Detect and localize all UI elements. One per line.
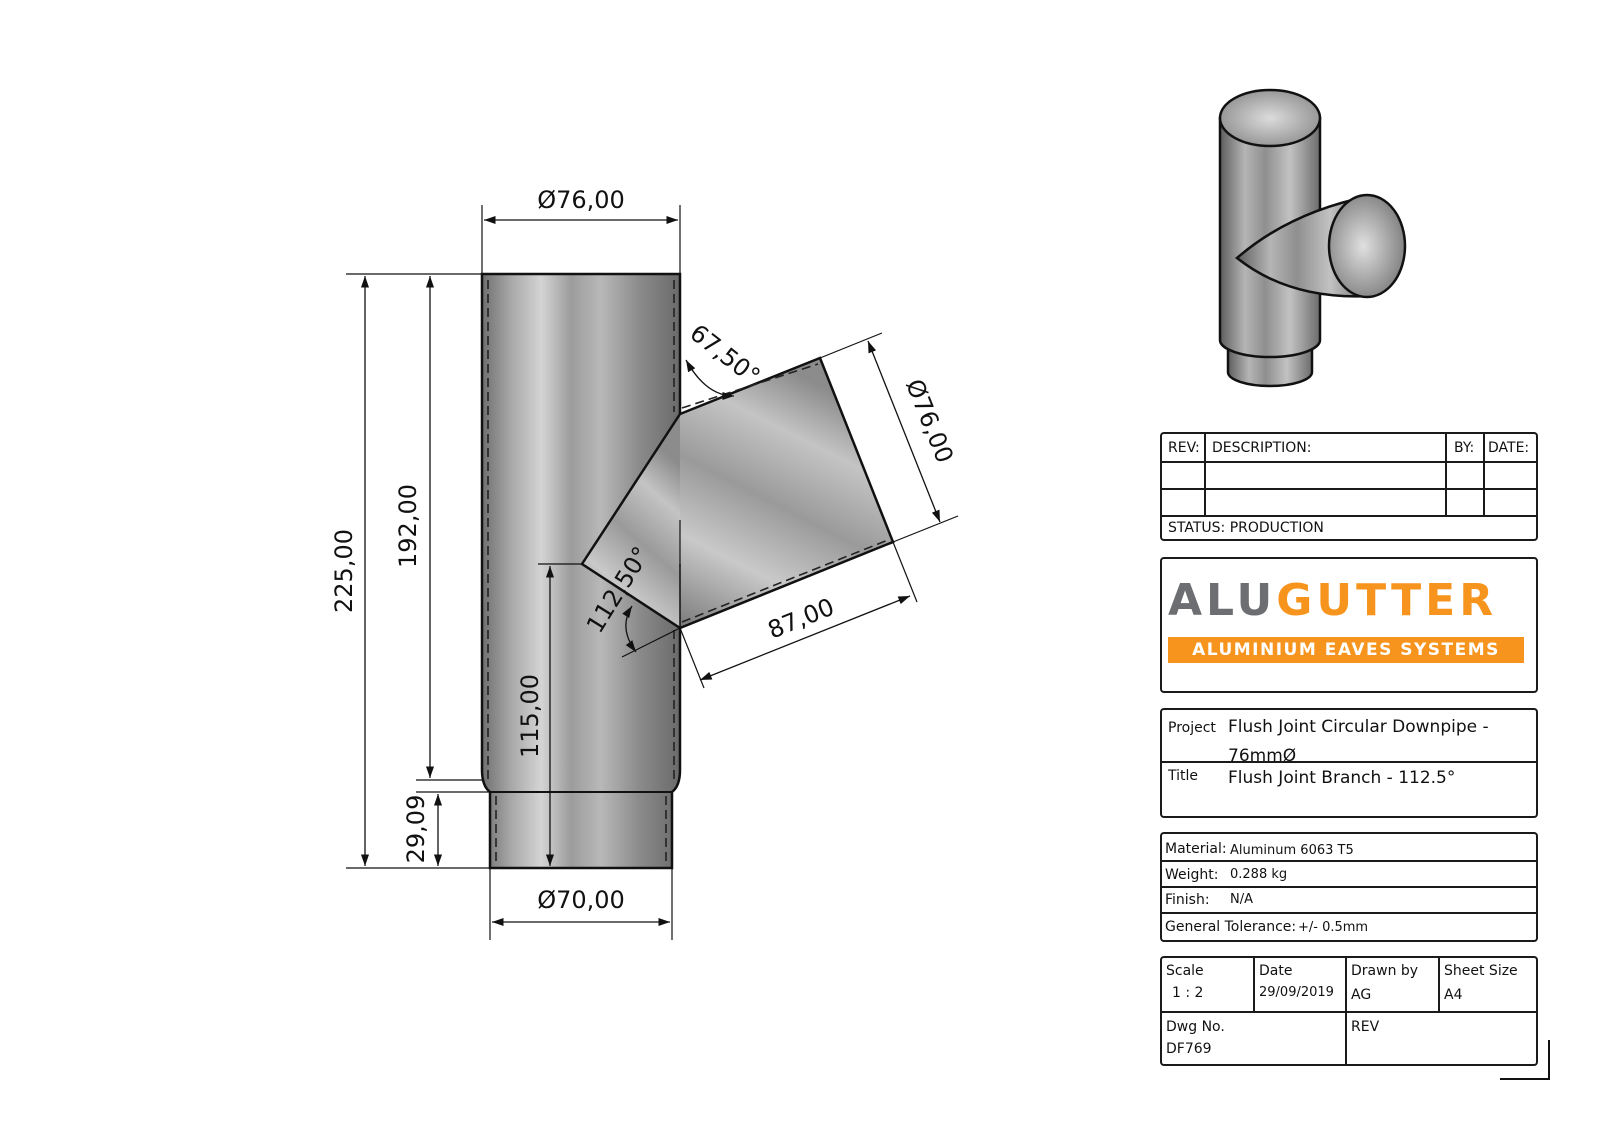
tolerance-label: General Tolerance: <box>1165 919 1297 935</box>
material-value: Aluminum 6063 T5 <box>1230 843 1354 858</box>
tolerance-value: +/- 0.5mm <box>1298 920 1369 935</box>
frame-corner <box>1500 1040 1550 1080</box>
dim-angle-top: 67,50° <box>685 319 766 391</box>
weight-value: 0.288 kg <box>1230 867 1288 882</box>
dwg-no-value: DF769 <box>1166 1041 1212 1057</box>
dim-branch-height: 115,00 <box>516 674 544 758</box>
sheet-size-value: A4 <box>1444 987 1463 1003</box>
company-logo: ALUGUTTER <box>1168 577 1497 625</box>
title-label: Title <box>1168 768 1199 784</box>
title-value: Flush Joint Branch - 112.5° <box>1228 768 1456 788</box>
material-label: Material: <box>1165 841 1227 857</box>
dim-branch-diameter: Ø76,00 <box>900 375 959 467</box>
finish-label: Finish: <box>1165 892 1210 908</box>
logo-tagline: ALUMINIUM EAVES SYSTEMS <box>1168 637 1524 663</box>
logo-gutter: GUTTER <box>1276 575 1498 626</box>
extension-lines <box>346 205 959 940</box>
sheet-size-label: Sheet Size <box>1444 963 1518 979</box>
dwg-no-label: Dwg No. <box>1166 1019 1225 1035</box>
scale-value: 1 : 2 <box>1172 985 1204 1001</box>
revision-table: REV: DESCRIPTION: BY: DATE: STATUS: PROD… <box>1160 432 1538 541</box>
scale-label: Scale <box>1166 963 1204 979</box>
logo-alu: ALU <box>1168 575 1277 626</box>
properties-box: Material: Aluminum 6063 T5 Weight: 0.288… <box>1160 832 1538 942</box>
dim-bottom-diameter: Ø70,00 <box>537 886 625 914</box>
weight-label: Weight: <box>1165 867 1219 883</box>
status-text: STATUS: PRODUCTION <box>1168 520 1324 536</box>
date-header: DATE: <box>1488 440 1530 456</box>
isometric-view <box>1218 88 1407 388</box>
drawn-by-label: Drawn by <box>1351 963 1419 979</box>
by-header: BY: <box>1454 440 1475 456</box>
title-block: Scale 1 : 2 Date 29/09/2019 Drawn by AG … <box>1160 956 1538 1066</box>
logo-box: ALUGUTTER ALUMINIUM EAVES SYSTEMS <box>1160 557 1538 693</box>
finish-value: N/A <box>1230 892 1253 907</box>
rev-label: REV <box>1351 1019 1380 1035</box>
dimension-lines <box>360 215 941 927</box>
date-value: 29/09/2019 <box>1259 985 1334 1000</box>
pipe-body <box>480 272 895 870</box>
dim-branch-length: 87,00 <box>764 593 838 645</box>
project-label: Project <box>1168 720 1216 736</box>
project-value-line2: 76mmØ <box>1228 746 1297 766</box>
project-value-line1: Flush Joint Circular Downpipe - <box>1228 717 1489 737</box>
dim-overall-height: 225,00 <box>330 529 358 613</box>
rev-header: REV: <box>1168 440 1200 456</box>
dim-main-length: 192,00 <box>394 484 422 568</box>
dim-top-diameter: Ø76,00 <box>537 186 625 214</box>
dim-spigot-length: 29,09 <box>402 795 430 864</box>
date-label: Date <box>1259 963 1293 979</box>
project-box: Project Flush Joint Circular Downpipe - … <box>1160 708 1538 818</box>
drawn-by-value: AG <box>1351 987 1372 1003</box>
description-header: DESCRIPTION: <box>1212 440 1312 456</box>
